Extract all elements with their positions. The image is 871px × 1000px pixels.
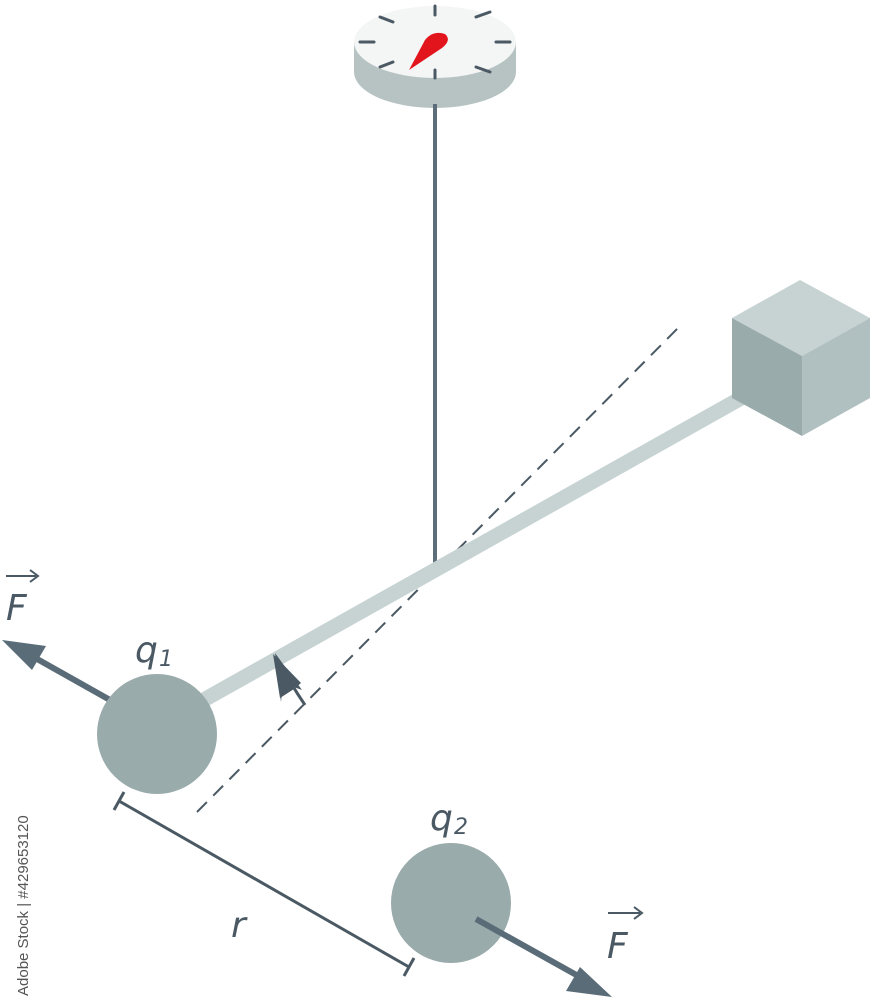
charge-q2-subscript: 2 — [454, 815, 468, 840]
charge-q1-label: q 1 — [135, 630, 173, 672]
charge-q2-sphere — [391, 843, 511, 963]
dial-needle — [409, 32, 448, 70]
distance-r-indicator — [112, 791, 416, 977]
counterweight-cube-icon — [732, 280, 870, 436]
torsion-dial-icon — [354, 4, 516, 108]
distance-label-r: r — [231, 905, 248, 946]
force-label-left-text: F — [6, 588, 28, 629]
charge-q1-letter: q — [135, 630, 158, 671]
force-label-right: F — [607, 906, 644, 967]
stock-id-text: Adobe Stock | #429653120 — [15, 815, 32, 996]
force-arrow-q1 — [2, 640, 112, 703]
charge-q1-sphere — [97, 674, 217, 794]
force-label-left: F — [6, 569, 40, 629]
force-arrow-q2 — [474, 916, 612, 997]
force-label-right-text: F — [607, 926, 629, 967]
charge-q2-label: q 2 — [430, 798, 468, 840]
stock-id-watermark: Adobe Stock | #429653120 — [15, 815, 32, 996]
balance-rod — [192, 375, 776, 710]
charge-q1-subscript: 1 — [159, 647, 173, 672]
rotation-angle-arrow — [273, 653, 307, 706]
charge-q2-letter: q — [430, 798, 453, 839]
